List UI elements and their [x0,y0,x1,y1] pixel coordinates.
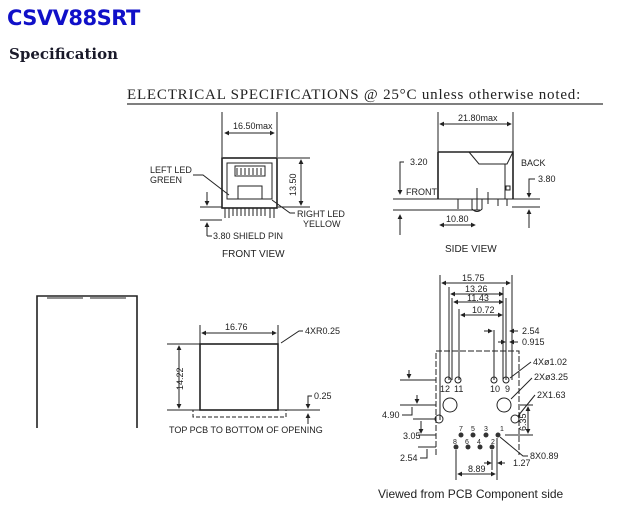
product-title: CSVV88SRT [7,6,140,30]
front-label: FRONT [406,187,437,197]
pin-label: 12 [440,384,450,394]
dim-1-27: 1.27 [513,458,531,468]
pin-label: 8 [453,439,457,446]
pin-label: 2 [491,439,495,446]
pin-label: 4 [477,439,481,446]
dim-11-43: 11.43 [467,293,489,303]
dim-10-72: 10.72 [472,305,495,315]
top-view-outline [36,295,138,428]
shield-pin-dim: 3.80 SHIELD PIN [213,231,283,241]
hole-dim-1: 4Xø1.02 [533,357,567,367]
section-heading: Specification [9,45,118,63]
dim-13-26: 13.26 [465,284,488,294]
opening-caption: TOP PCB TO BOTTOM OF OPENING [169,425,323,435]
front-width-dim: 16.50max [233,121,273,131]
corner-radius-dim: 4XR0.25 [305,326,340,336]
pin-label: 1 [500,426,504,433]
back-offset-dim: 3.80 [538,174,556,184]
dim-2-54: 2.54 [522,326,540,336]
hole-dim-2: 2Xø3.25 [534,372,568,382]
dim-4-90: 4.90 [382,410,400,420]
side-view: 21.80max 3.20 FRONT BACK 3.80 10.80 SIDE… [393,112,556,255]
side-length-dim: 21.80max [458,113,498,123]
pin-label: 7 [459,426,463,433]
hole-dim-3: 2X1.63 [537,390,566,400]
left-led-label: LEFT LED [150,165,192,175]
side-view-caption: SIDE VIEW [445,244,497,255]
electrical-spec-header: ELECTRICAL SPECIFICATIONS @ 25°C unless … [127,87,581,103]
pin-label: 3 [484,426,488,433]
dim-6-35: 6.35 [518,413,528,431]
pcb-caption: Viewed from PCB Component side [378,487,564,501]
pin-label: 6 [465,439,469,446]
right-led-label: RIGHT LED [297,209,345,219]
dim-3-05: 3.05 [403,431,421,441]
dim-8-89: 8.89 [468,464,486,474]
dim-2-54-vertical: 2.54 [400,453,418,463]
right-led-color: YELLOW [303,219,341,229]
front-view: 16.50max 13.50 LEFT LED GREEN RIGHT LED … [150,112,345,260]
opening-width-dim: 16.76 [225,322,248,332]
pin-label: 5 [471,426,475,433]
front-offset-dim: 3.20 [410,157,428,167]
panel-opening: 16.76 4XR0.25 14.22 0.25 TOP PCB TO BOTT… [167,322,340,435]
front-height-dim: 13.50 [288,173,298,196]
pcb-layout: 15.75 13.26 11.43 10.72 2.54 0.915 12 11… [378,273,568,501]
front-view-caption: FRONT VIEW [222,249,285,260]
pin-label: 9 [505,384,510,394]
pin-distance-dim: 10.80 [446,214,469,224]
opening-height-dim: 14.22 [175,367,185,390]
back-label: BACK [521,158,546,168]
left-led-color: GREEN [150,175,182,185]
pcb-offset-dim: 0.25 [314,391,332,401]
dim-0-915: 0.915 [522,337,545,347]
pin-size-dim: 8X0.89 [530,451,559,461]
pin-label: 10 [490,384,500,394]
dim-15-75: 15.75 [462,273,485,283]
pin-label: 11 [454,384,463,394]
